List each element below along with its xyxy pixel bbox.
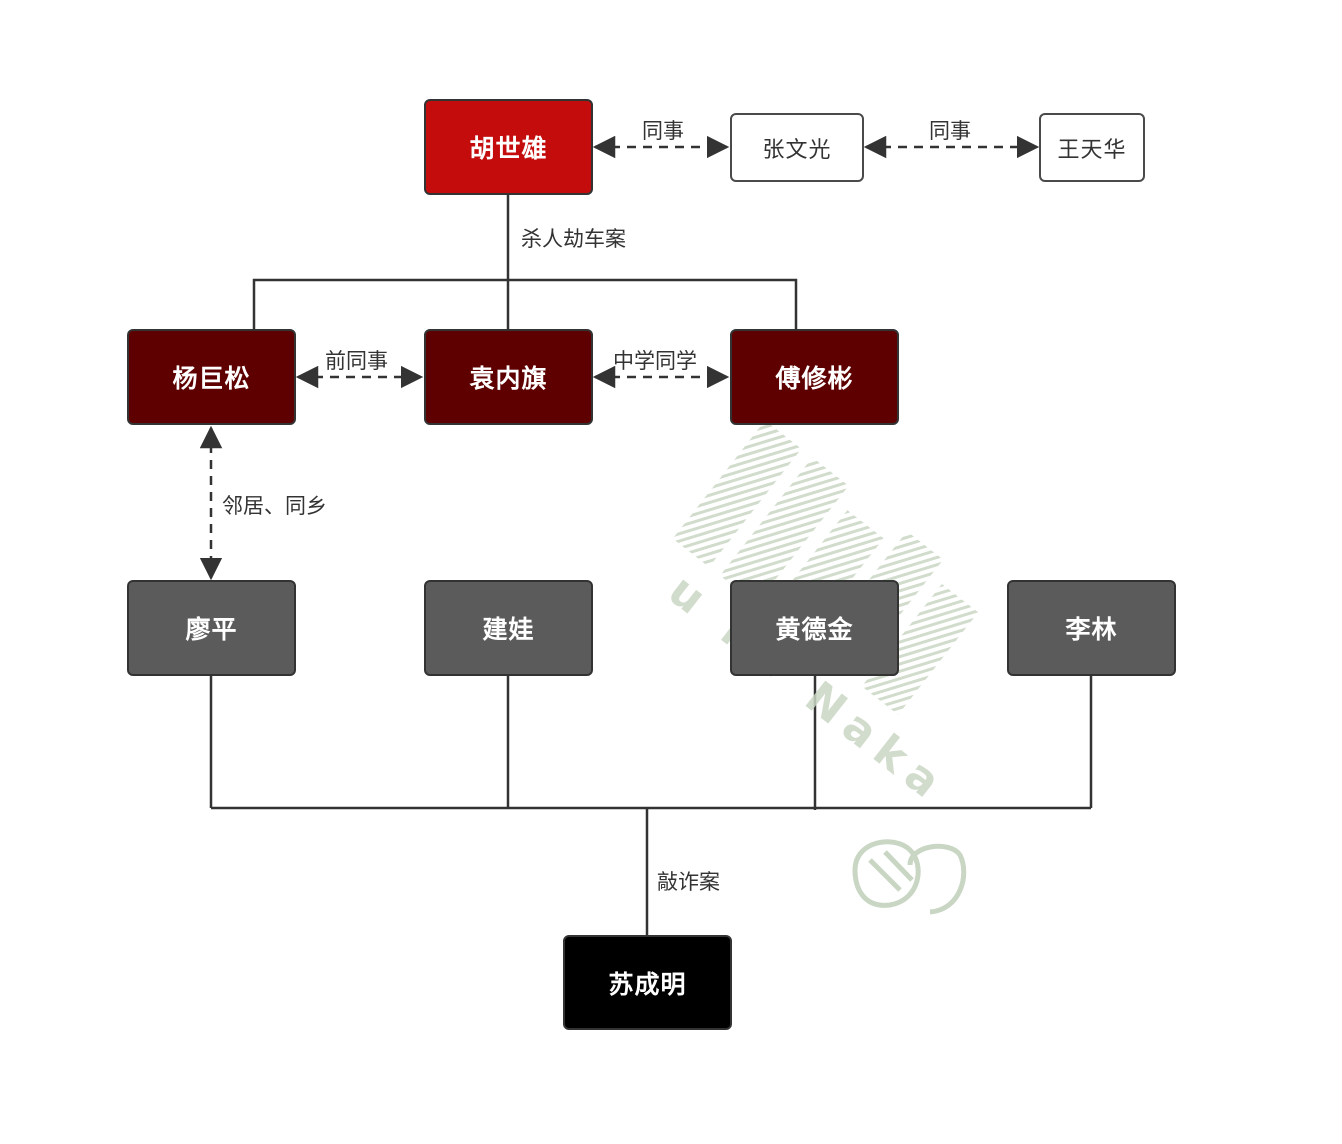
edge-robbery-case [252,194,798,330]
node-fu-xiubin[interactable]: 傅修彬 [730,329,899,425]
node-huang-dejin[interactable]: 黄德金 [730,580,899,676]
node-zhang-wenguang[interactable]: 张文光 [730,113,864,182]
edge-extortion-case [209,675,1093,936]
node-wang-tianhua[interactable]: 王天华 [1039,113,1145,182]
label-yang-liao: 邻居、同乡 [222,494,327,518]
label-extortion-case: 敲诈案 [657,870,720,894]
node-yang-jusong[interactable]: 杨巨松 [127,329,296,425]
node-su-chengming[interactable]: 苏成明 [563,935,732,1030]
label-yuan-fu: 中学同学 [613,349,697,373]
node-hu-shixiong[interactable]: 胡世雄 [424,99,593,195]
node-li-lin[interactable]: 李林 [1007,580,1176,676]
label-zhang-wang: 同事 [929,119,971,143]
node-liao-ping[interactable]: 廖平 [127,580,296,676]
label-hu-zhang: 同事 [642,119,684,143]
node-jian-wa[interactable]: 建娃 [424,580,593,676]
label-robbery-case: 杀人劫车案 [521,227,626,251]
node-yuan-neiqi[interactable]: 袁内旗 [424,329,593,425]
label-yang-yuan: 前同事 [325,349,388,373]
